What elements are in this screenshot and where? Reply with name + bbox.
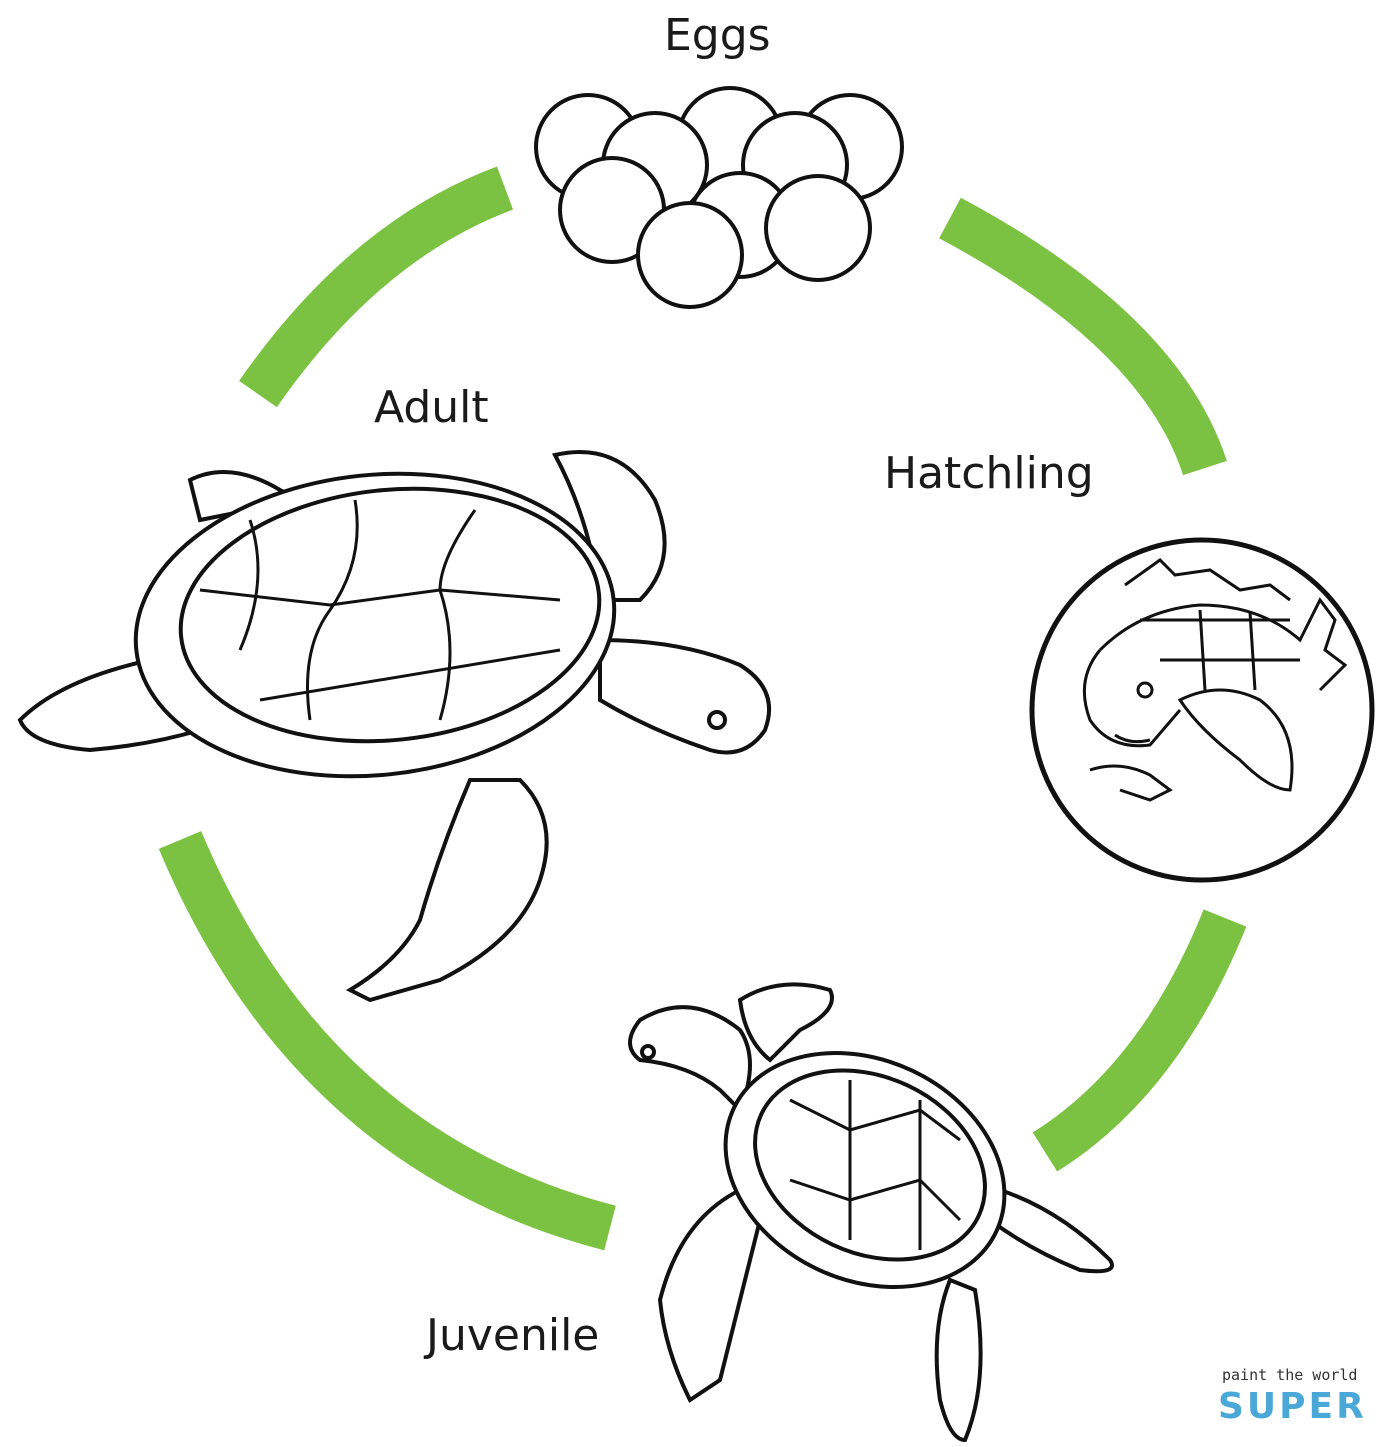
stage-label-juvenile: Juvenile: [426, 1314, 599, 1358]
cycle-arc-adult-to-eggs: [258, 188, 505, 394]
juvenile-turtle-illustration: [630, 984, 1112, 1440]
cycle-arc-hatchling-to-juvenile: [1045, 918, 1225, 1152]
stage-label-hatchling: Hatchling: [884, 452, 1094, 496]
watermark-tagline: paint the world: [1222, 1366, 1357, 1384]
cycle-arc-juvenile-to-adult: [180, 840, 610, 1228]
stage-label-eggs: Eggs: [664, 14, 771, 58]
watermark-brand: SUPER: [1218, 1386, 1367, 1427]
cycle-arc-eggs-to-hatchling: [950, 218, 1205, 468]
stage-label-adult: Adult: [374, 386, 489, 430]
hatchling-illustration: [1032, 540, 1372, 880]
adult-turtle-illustration: [20, 451, 769, 1000]
eggs-cluster-illustration: [536, 88, 902, 307]
